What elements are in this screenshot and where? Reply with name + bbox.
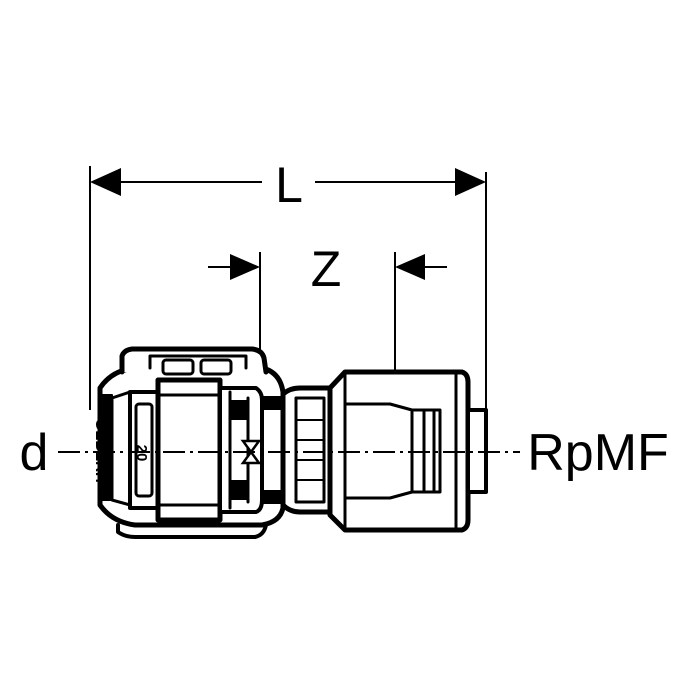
press-sleeve bbox=[97, 346, 286, 539]
dimension-l bbox=[89, 166, 487, 410]
fitting-neck bbox=[280, 385, 333, 515]
fitting-body bbox=[97, 346, 488, 539]
dimension-label-z: Z bbox=[311, 241, 342, 297]
arrow-head-left-icon bbox=[90, 168, 121, 196]
dimension-label-l: L bbox=[275, 157, 303, 213]
label-pipe-end-d: d bbox=[20, 424, 49, 482]
label-thread-end-rpmf: RpMF bbox=[527, 424, 669, 482]
arrow-head-right-icon bbox=[455, 168, 486, 196]
arrow-head-z-right-icon bbox=[395, 254, 425, 280]
arrow-head-z-left-icon bbox=[230, 254, 260, 280]
threaded-socket bbox=[327, 369, 488, 533]
